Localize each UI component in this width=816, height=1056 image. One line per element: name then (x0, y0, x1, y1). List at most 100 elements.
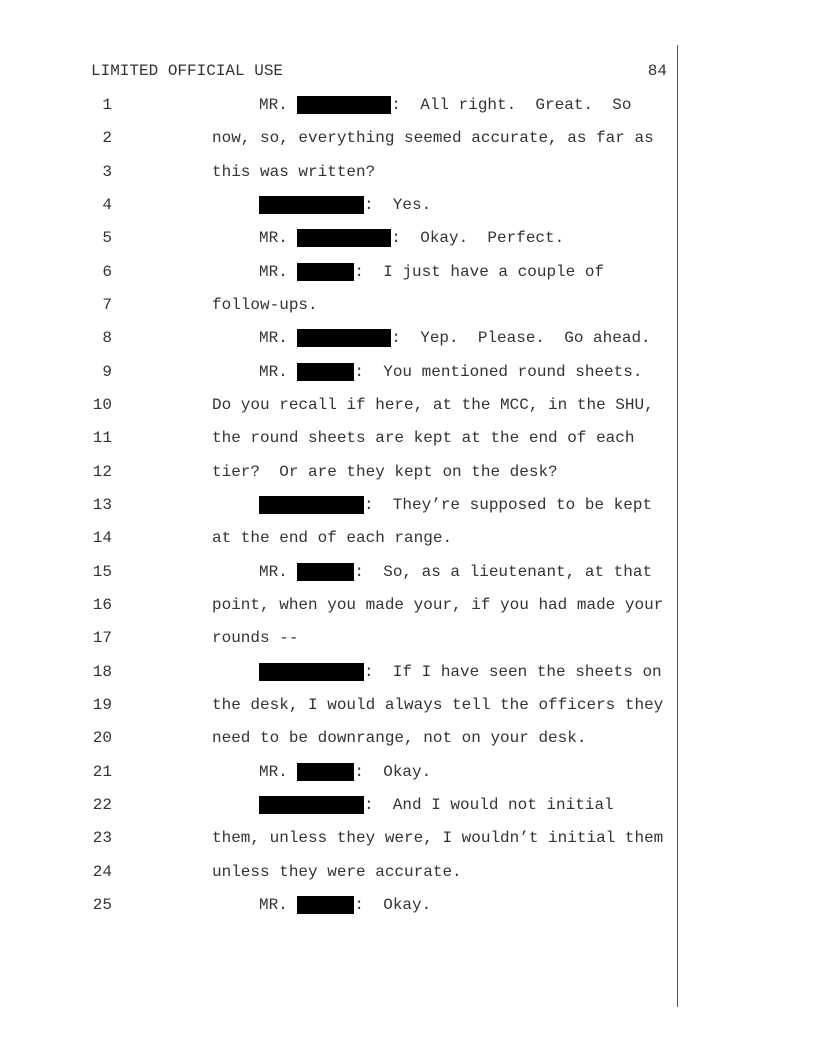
spoken-text: now, so, everything seemed accurate, as … (212, 129, 654, 148)
speaker-prefix: MR. (259, 562, 298, 581)
line-text: the desk, I would always tell the office… (212, 695, 663, 715)
transcript-line: 11 the round sheets are kept at the end o… (0, 428, 680, 448)
spoken-text: the desk, I would always tell the office… (212, 695, 664, 714)
line-number: 2 (102, 129, 112, 148)
margin-rule (677, 45, 678, 1007)
line-number: 23 (92, 829, 112, 848)
speaker-prefix: MR. (259, 96, 298, 114)
line-text: this was written? (212, 162, 375, 182)
redaction-box (297, 762, 355, 781)
redaction-box (259, 662, 364, 681)
line-number: 14 (92, 529, 112, 548)
spoken-text: rounds -- (212, 629, 299, 648)
spoken-text: this was written? (212, 162, 376, 181)
line-number: 4 (102, 195, 112, 214)
transcript-line: 20 need to be downrange, not on your desk… (0, 728, 680, 748)
line-text: MR. : I just have a couple of (259, 262, 604, 282)
transcript-line: 2 now, so, everything seemed accurate, as… (0, 128, 680, 148)
line-text: MR. : Yep. Please. Go ahead. (259, 328, 651, 348)
spoken-text: point, when you made your, if you had ma… (212, 595, 664, 614)
line-number: 13 (92, 495, 112, 514)
transcript-line: 10 Do you recall if here, at the MCC, in … (0, 395, 680, 415)
redaction-box (297, 329, 392, 348)
spoken-text: : You mentioned round sheets. (354, 362, 643, 381)
transcript-line: 18: If I have seen the sheets on (0, 662, 680, 682)
transcript-line: 19 the desk, I would always tell the offi… (0, 695, 680, 715)
line-number: 16 (92, 595, 112, 614)
line-text: at the end of each range. (212, 528, 452, 548)
redaction-box (259, 195, 364, 214)
line-text: unless they were accurate. (212, 862, 462, 882)
line-text: need to be downrange, not on your desk. (212, 728, 586, 748)
line-text: point, when you made your, if you had ma… (212, 595, 663, 615)
line-number: 20 (92, 729, 112, 748)
line-number: 10 (92, 395, 112, 414)
spoken-text: : Okay. (354, 895, 432, 914)
redaction-box (259, 795, 364, 814)
speaker-prefix: MR. (259, 362, 298, 381)
line-text: the round sheets are kept at the end of … (212, 428, 634, 448)
line-number: 1 (102, 96, 112, 114)
line-text: rounds -- (212, 628, 298, 648)
spoken-text: : Yes. (364, 195, 432, 214)
line-text: Do you recall if here, at the MCC, in th… (212, 395, 654, 415)
line-text: them, unless they were, I wouldn’t initi… (212, 828, 663, 848)
transcript-line: 17 rounds -- (0, 628, 680, 648)
spoken-text: Do you recall if here, at the MCC, in th… (212, 395, 654, 414)
spoken-text: : And I would not initial (364, 795, 614, 814)
line-text: MR. : You mentioned round sheets. (259, 362, 642, 382)
spoken-text: : Yep. Please. Go ahead. (391, 329, 651, 348)
redaction-box (297, 229, 392, 248)
line-text: MR. : So, as a lieutenant, at that (259, 562, 652, 582)
redaction-box (297, 895, 355, 914)
redaction-box (297, 362, 355, 381)
line-text: MR. : Okay. (259, 895, 431, 915)
line-text: MR. : Okay. Perfect. (259, 228, 564, 248)
line-text: tier? Or are they kept on the desk? (212, 462, 558, 482)
spoken-text: follow-ups. (212, 295, 318, 314)
transcript-line: 21 MR. : Okay. (0, 762, 680, 782)
spoken-text: at the end of each range. (212, 529, 453, 548)
line-text: follow-ups. (212, 295, 318, 315)
line-text: : And I would not initial (259, 795, 614, 815)
spoken-text: the round sheets are kept at the end of … (212, 429, 635, 448)
line-number: 8 (102, 329, 112, 348)
transcript-line: 22 : And I would not initial (0, 795, 680, 815)
line-number: 22 (92, 795, 112, 814)
spoken-text: need to be downrange, not on your desk. (212, 729, 587, 748)
line-number: 19 (92, 695, 112, 714)
line-number: 25 (92, 895, 112, 914)
transcript-line: 12 tier? Or are they kept on the desk? (0, 462, 680, 482)
line-number: 6 (102, 262, 112, 281)
spoken-text: : Okay. Perfect. (391, 229, 565, 248)
spoken-text: them, unless they were, I wouldn’t initi… (212, 829, 664, 848)
spoken-text: : I just have a couple of (354, 262, 605, 281)
line-number: 24 (92, 862, 112, 881)
transcript-line: 23 them, unless they were, I wouldn’t ini… (0, 828, 680, 848)
spoken-text: : So, as a lieutenant, at that (354, 562, 653, 581)
spoken-text: : Okay. (354, 762, 432, 781)
line-number: 17 (92, 629, 112, 648)
transcript-line: 15 MR. : So, as a lieutenant, at that (0, 562, 680, 582)
transcript-line: 25 MR. : Okay. (0, 895, 680, 915)
transcript-line: 1 MR. : All right. Great. So (0, 95, 680, 115)
spoken-text: unless they were accurate. (212, 862, 462, 881)
line-number: 11 (92, 429, 112, 448)
transcript-line: 24 unless they were accurate. (0, 862, 680, 882)
speaker-prefix: MR. (259, 762, 298, 781)
transcript-line: 14 at the end of each range. (0, 528, 680, 548)
speaker-prefix: MR. (259, 229, 298, 248)
line-number: 15 (92, 562, 112, 581)
classification-header: LIMITED OFFICIAL USE (91, 62, 284, 80)
transcript-line: 13: They’re supposed to be kept (0, 495, 680, 515)
spoken-text: : All right. Great. So (391, 96, 632, 114)
line-text: now, so, everything seemed accurate, as … (212, 128, 654, 148)
line-number: 12 (92, 462, 112, 481)
page-number: 84 (647, 62, 667, 80)
speaker-prefix: MR. (259, 262, 298, 281)
line-number: 21 (92, 762, 112, 781)
